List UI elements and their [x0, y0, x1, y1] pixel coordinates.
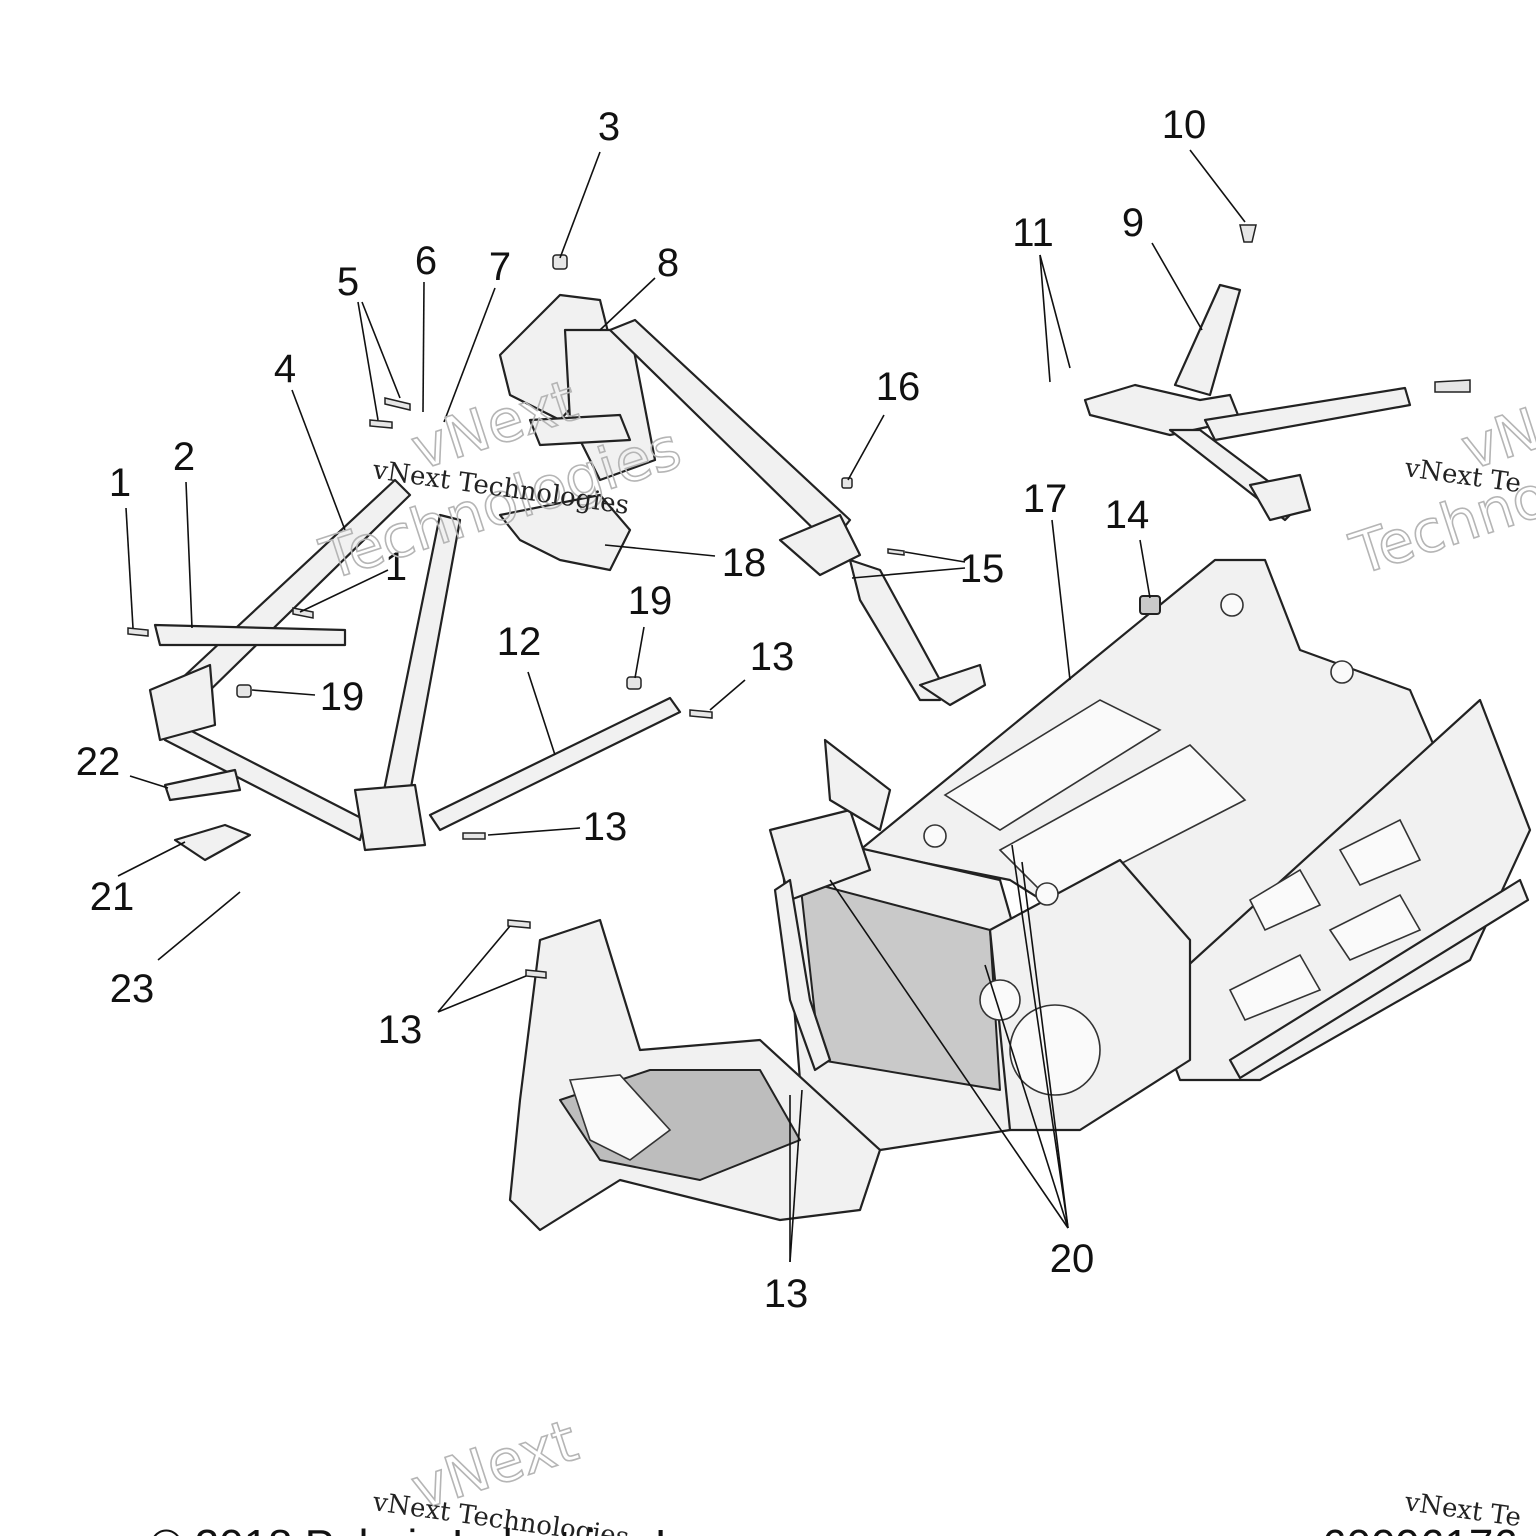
part-14-block [1139, 595, 1161, 615]
callout-19a: 19 [628, 579, 673, 623]
callout-13b: 13 [583, 805, 628, 849]
callout-16: 16 [876, 365, 921, 409]
callout-6: 6 [415, 239, 437, 283]
hardware [127, 224, 1471, 979]
callout-3: 3 [598, 105, 620, 149]
part-22-plate [163, 768, 242, 802]
callout-11: 11 [1012, 211, 1054, 255]
callout-17: 17 [1023, 477, 1068, 521]
callout-8: 8 [657, 241, 679, 285]
callout-18: 18 [722, 541, 767, 585]
callout-13a: 13 [750, 635, 795, 679]
callout-14: 14 [1105, 493, 1150, 537]
callout-21: 21 [90, 875, 135, 919]
callout-12: 12 [497, 620, 542, 664]
callout-numbers: 1 1 2 3 4 5 6 7 8 9 10 11 12 13 13 13 13… [76, 103, 1207, 1316]
drawing-number: 60096176 [1322, 1521, 1518, 1536]
callout-13c: 13 [378, 1008, 423, 1052]
part-18-bracket [498, 493, 632, 572]
footer: © 2018 Polaris Industries Inc. 60096176 [150, 1521, 1518, 1536]
callout-9: 9 [1122, 201, 1144, 245]
callout-13d: 13 [764, 1272, 809, 1316]
steering-post-assembly [498, 293, 987, 707]
callout-10: 10 [1162, 103, 1207, 147]
callout-22: 22 [76, 740, 121, 784]
callout-4: 4 [274, 347, 296, 391]
callout-23: 23 [110, 967, 155, 1011]
callout-2: 2 [173, 435, 195, 479]
part-21-plate [173, 823, 252, 862]
leader-lines [117, 149, 1246, 1263]
main-chassis [508, 558, 1532, 1232]
copyright-text: © 2018 Polaris Industries Inc. [150, 1521, 725, 1536]
rear-a-frame [1083, 283, 1412, 522]
callout-19b: 19 [320, 675, 365, 719]
front-a-frame [148, 478, 462, 852]
callout-1b: 1 [385, 545, 407, 589]
part-12-link [428, 696, 682, 832]
callout-1a: 1 [109, 461, 131, 505]
callout-20: 20 [1050, 1237, 1095, 1281]
callout-5: 5 [337, 260, 359, 304]
callout-7: 7 [489, 245, 511, 289]
callout-15: 15 [960, 547, 1005, 591]
